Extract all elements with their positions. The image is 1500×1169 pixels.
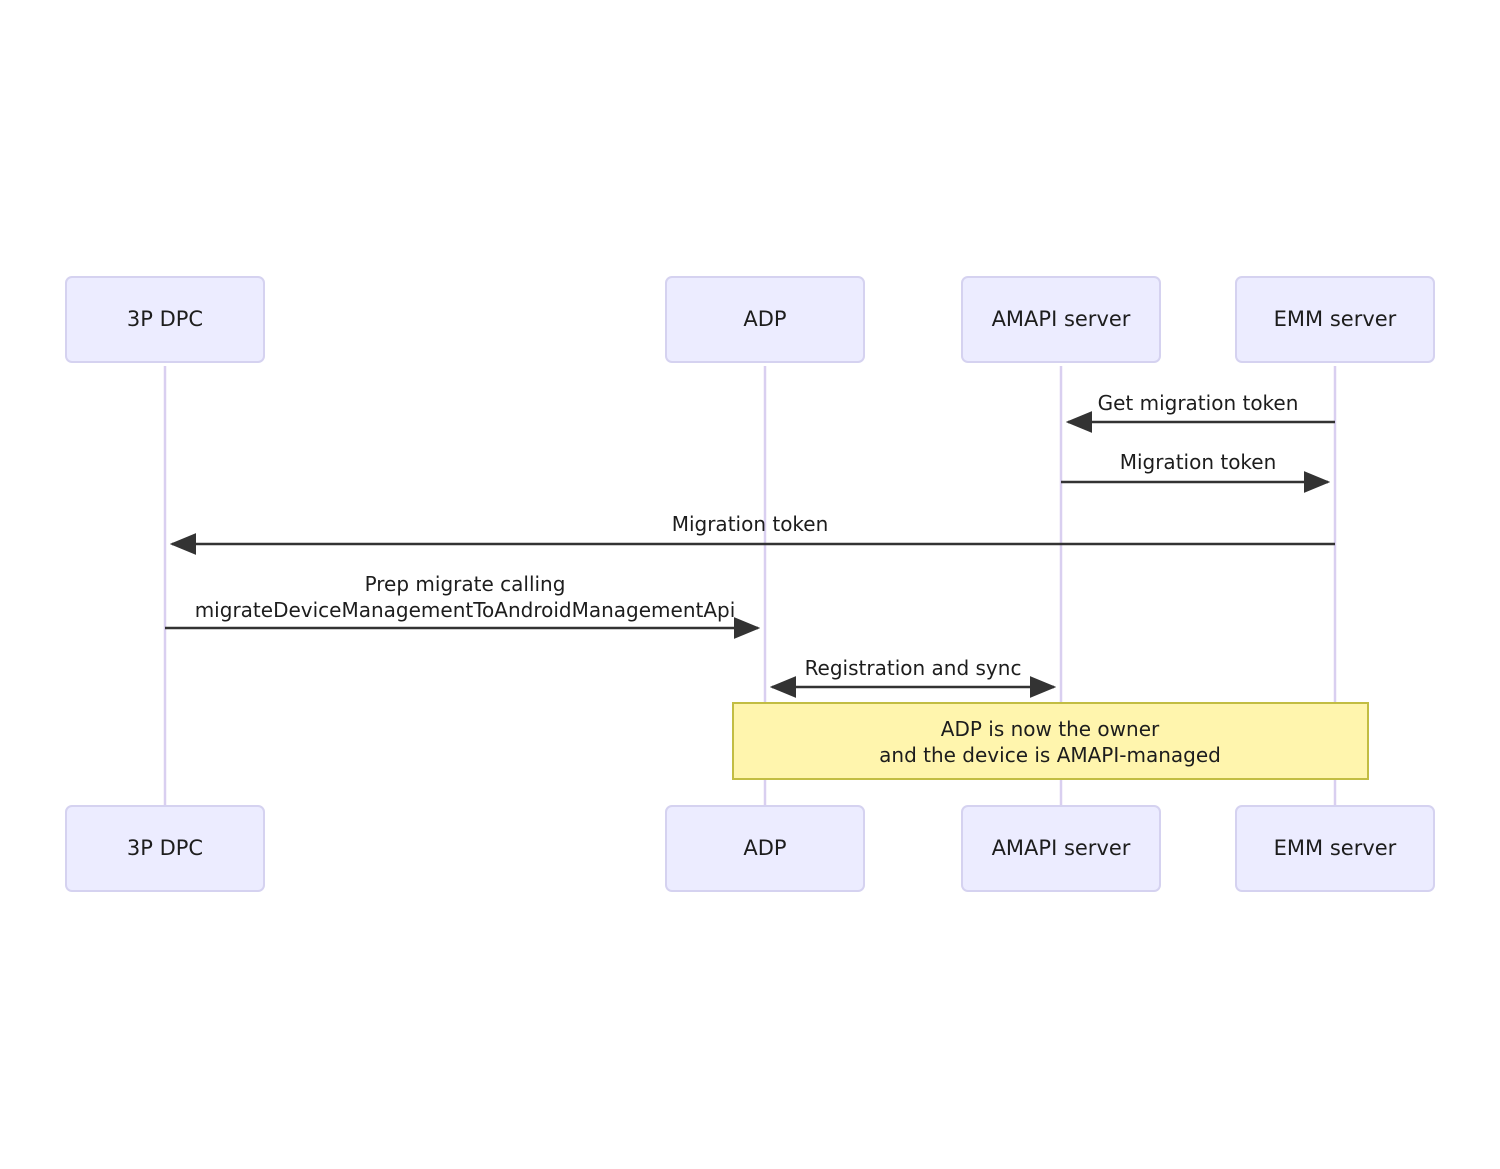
message-label-migration-token-to-dpc: Migration token: [672, 512, 829, 536]
participant-top-adp[interactable]: ADP: [665, 276, 865, 363]
participant-top-amapi-server[interactable]: AMAPI server: [961, 276, 1161, 363]
participant-label-bottom-emm-server: EMM server: [1274, 836, 1397, 860]
participant-bottom-3p-dpc[interactable]: 3P DPC: [65, 805, 265, 892]
message-label-registration-and-sync: Registration and sync: [805, 656, 1022, 680]
participant-box-bottom-3p-dpc[interactable]: [65, 805, 265, 892]
participant-top-emm-server[interactable]: EMM server: [1235, 276, 1435, 363]
participant-box-3p-dpc[interactable]: [65, 276, 265, 363]
participant-label-bottom-adp: ADP: [743, 836, 786, 860]
participant-box-bottom-adp[interactable]: [665, 805, 865, 892]
participant-box-emm-server[interactable]: [1235, 276, 1435, 363]
participant-bottom-emm-server[interactable]: EMM server: [1235, 805, 1435, 892]
message-prep-migrate: Prep migrate calling migrateDeviceManage…: [165, 572, 761, 639]
participants-bottom: 3P DPC ADP AMAPI server EMM server: [65, 805, 1435, 892]
participant-label-adp: ADP: [743, 307, 786, 331]
message-migration-token-to-dpc: Migration token: [169, 512, 1335, 555]
participant-top-3p-dpc[interactable]: 3P DPC: [65, 276, 265, 363]
participant-bottom-amapi-server[interactable]: AMAPI server: [961, 805, 1161, 892]
participant-box-amapi-server[interactable]: [961, 276, 1161, 363]
participant-box-bottom-emm-server[interactable]: [1235, 805, 1435, 892]
participant-label-emm-server: EMM server: [1274, 307, 1397, 331]
participant-bottom-adp[interactable]: ADP: [665, 805, 865, 892]
participant-box-bottom-amapi-server[interactable]: [961, 805, 1161, 892]
participants-top: 3P DPC ADP AMAPI server EMM server: [65, 276, 1435, 363]
message-label-get-migration-token: Get migration token: [1098, 391, 1299, 415]
message-label-migration-token-to-emm: Migration token: [1120, 450, 1277, 474]
message-migration-token-to-emm: Migration token: [1061, 450, 1331, 493]
note-label-line1: ADP is now the owner: [941, 717, 1160, 741]
participant-label-3p-dpc: 3P DPC: [127, 307, 203, 331]
participant-label-bottom-3p-dpc: 3P DPC: [127, 836, 203, 860]
note-adp-owner: ADP is now the owner and the device is A…: [732, 702, 1369, 780]
message-label-prep-migrate-line1: Prep migrate calling: [365, 572, 566, 596]
note-label-line2: and the device is AMAPI-managed: [879, 743, 1221, 767]
note-box-adp-owner: [732, 702, 1369, 780]
message-get-migration-token: Get migration token: [1065, 391, 1335, 433]
participant-label-amapi-server: AMAPI server: [992, 307, 1131, 331]
participant-box-adp[interactable]: [665, 276, 865, 363]
message-registration-and-sync: Registration and sync: [769, 656, 1057, 698]
participant-label-bottom-amapi-server: AMAPI server: [992, 836, 1131, 860]
message-label-prep-migrate-line2: migrateDeviceManagementToAndroidManageme…: [195, 598, 736, 622]
